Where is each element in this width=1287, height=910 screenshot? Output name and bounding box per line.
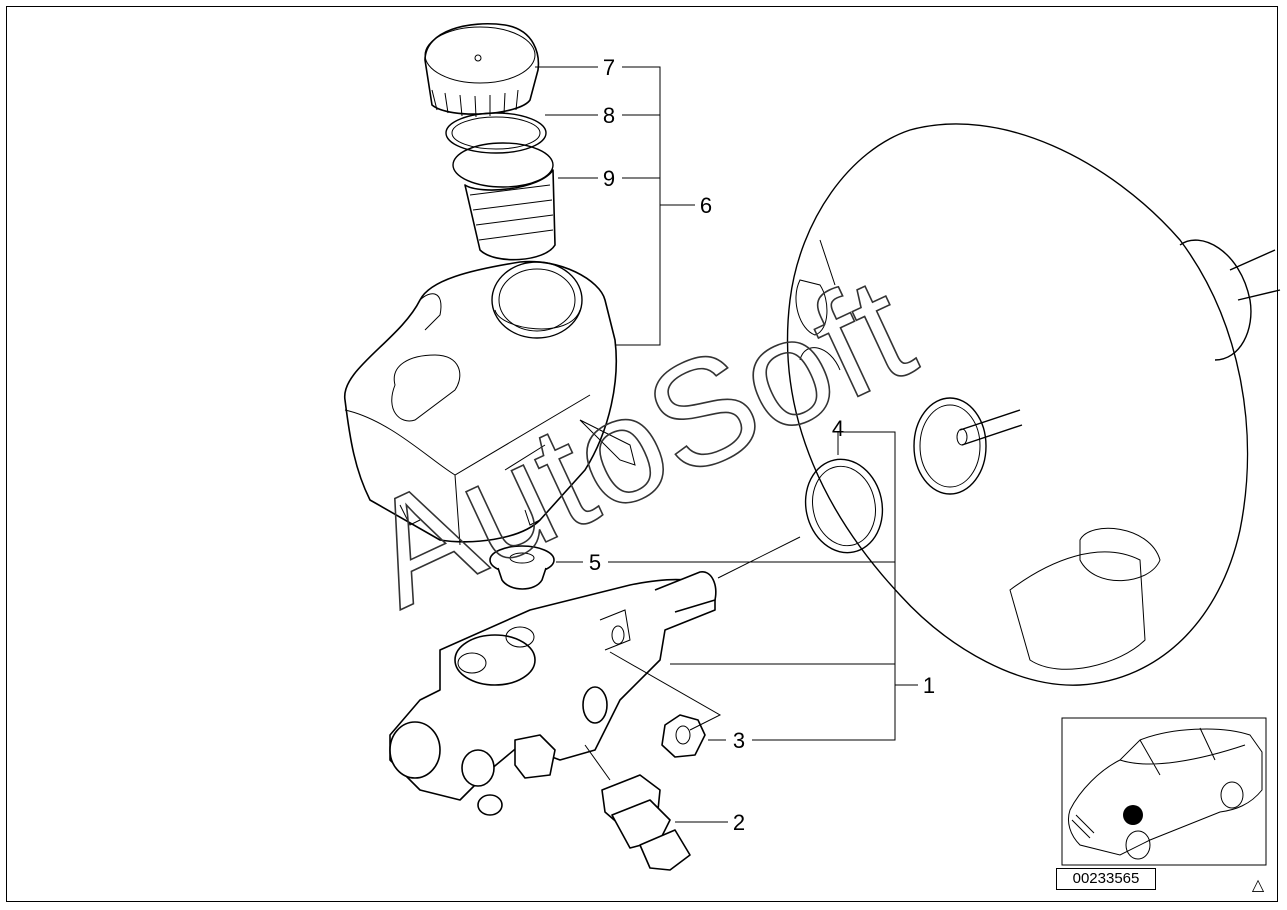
- brake-master-cylinder: [389, 571, 717, 816]
- corner-triangle-icon: △: [1252, 875, 1265, 894]
- reservoir-cap: [424, 22, 540, 118]
- cap-seal-ring: [445, 112, 547, 154]
- reservoir-grommet: [489, 545, 555, 590]
- hex-nut: [661, 714, 706, 758]
- booster-seal-ring: [913, 397, 987, 495]
- vehicle-location-thumbnail: [1061, 717, 1267, 866]
- part-label-5: 5: [589, 550, 601, 575]
- part-label-1: 1: [923, 673, 935, 698]
- reference-code: 00233565: [1056, 868, 1156, 890]
- cylinder-seal-ring: [804, 458, 884, 554]
- pressure-switch: [584, 744, 691, 871]
- part-label-2: 2: [733, 810, 745, 835]
- part-label-6: 6: [700, 193, 712, 218]
- part-label-8: 8: [603, 103, 615, 128]
- part-label-4: 4: [832, 416, 844, 441]
- brake-booster: [786, 123, 1281, 686]
- reservoir-strainer: [452, 142, 556, 261]
- part-label-7: 7: [603, 55, 615, 80]
- part-label-3: 3: [733, 728, 745, 753]
- leader-lines: [535, 66, 918, 823]
- part-label-9: 9: [603, 166, 615, 191]
- fluid-reservoir: [344, 260, 636, 546]
- location-marker: [1123, 805, 1143, 825]
